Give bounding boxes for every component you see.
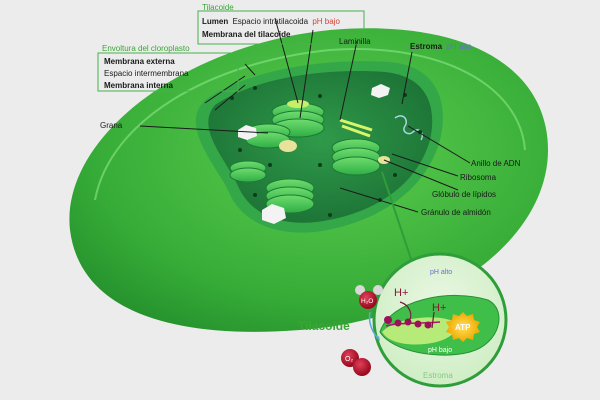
granum-stack bbox=[229, 160, 267, 183]
o2-label: O₂ bbox=[345, 356, 353, 363]
estroma-label: Estroma bbox=[410, 42, 443, 51]
arrowhead-icon bbox=[376, 336, 380, 341]
estroma-ph-high: pH alto bbox=[446, 42, 472, 51]
svg-text:Lumen Espacio intratilacoi: Lumen Espacio intratilacoida pH bajo bbox=[202, 17, 340, 26]
envoltura-heading: Envoltura del cloroplasto bbox=[102, 44, 190, 53]
inset-ph-bajo: pH bajo bbox=[428, 347, 452, 354]
tilacoide-box bbox=[197, 10, 365, 45]
oxygen-molecule-icon bbox=[341, 349, 371, 376]
inset-ph-alto: pH alto bbox=[430, 269, 452, 276]
tilacoide-heading: Tilacoide bbox=[202, 3, 234, 12]
lumen-label: Lumen bbox=[202, 17, 228, 26]
proton-path-icon bbox=[399, 301, 412, 323]
granum-stack bbox=[331, 138, 381, 176]
inset-connector bbox=[381, 171, 413, 263]
membrana-externa-label: Membrana externa bbox=[104, 57, 175, 66]
atp-icon bbox=[446, 312, 480, 342]
ribosoma-label: Ribosoma bbox=[460, 173, 497, 182]
espacio-intermembrana-label: Espacio intermembrana bbox=[104, 69, 189, 78]
water-split-arrow-icon bbox=[368, 311, 379, 339]
h-plus-1: H+ bbox=[394, 287, 408, 299]
inset-estroma-label: Estroma bbox=[423, 371, 453, 380]
lumen-ph-low: pH bajo bbox=[312, 17, 340, 26]
water-molecule-icon bbox=[355, 285, 383, 309]
thylakoid-inset bbox=[372, 252, 508, 388]
inset-tilacoide-label: Tilacoide bbox=[298, 319, 350, 333]
atp-label: ATP bbox=[455, 323, 471, 332]
lamella bbox=[339, 118, 373, 138]
membrana-interna-label: Membrana interna bbox=[104, 81, 173, 90]
envoltura-box bbox=[97, 52, 239, 92]
h-plus-2: H+ bbox=[432, 302, 446, 314]
globulo-lipidos-label: Glóbulo de lípidos bbox=[432, 190, 496, 199]
granulo-almidon-label: Gránulo de almidón bbox=[421, 208, 491, 217]
h2o-label: H₂O bbox=[361, 298, 373, 305]
svg-text:Estroma pH alto: Estroma pH alto bbox=[410, 42, 472, 51]
stroma-region bbox=[195, 61, 443, 233]
atp-synthase-path-icon bbox=[431, 311, 435, 329]
anillo-adn-label: Anillo de ADN bbox=[471, 159, 521, 168]
granum-stack bbox=[271, 100, 325, 138]
leader-lines bbox=[139, 17, 471, 213]
membrana-tilacoide-label: Membrana del tilacoide bbox=[202, 30, 291, 39]
laminilla-label: Laminilla bbox=[339, 37, 371, 46]
starch-granule bbox=[238, 84, 390, 224]
grana-label: Grana bbox=[100, 121, 123, 130]
lumen-desc: Espacio intratilacoida bbox=[232, 17, 308, 26]
